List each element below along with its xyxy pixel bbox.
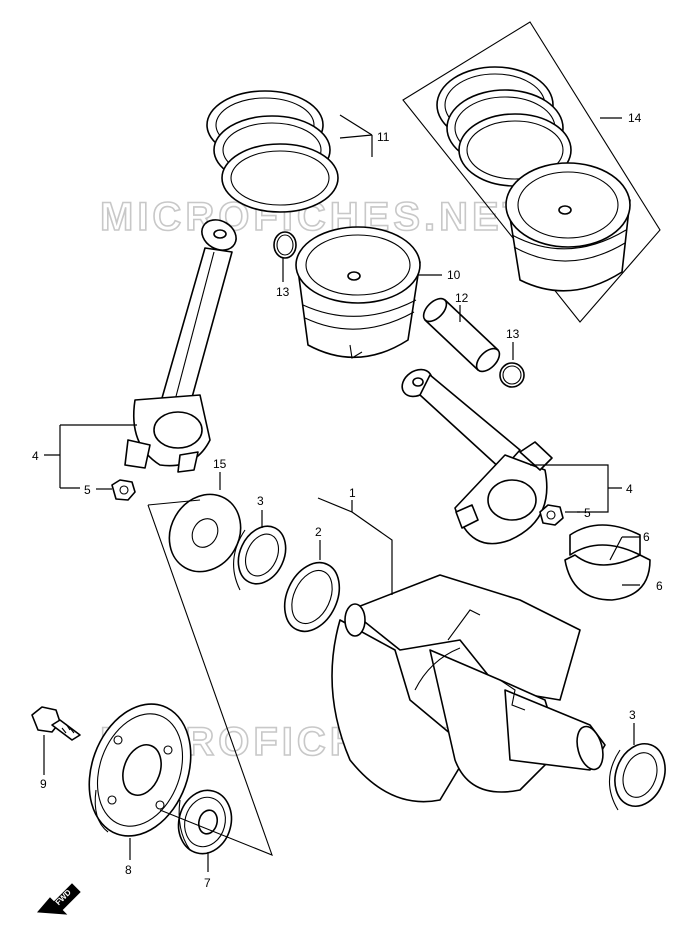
callout-3-right: 3 [629,708,636,722]
callout-12: 12 [455,291,469,305]
callout-5-right: 5 [584,506,591,520]
callout-2: 2 [315,525,322,539]
callout-13-upper: 13 [276,285,290,299]
connecting-rod-4-left [124,219,237,473]
callout-1: 1 [349,486,356,500]
piston-set-14 [402,21,661,323]
nut-5-right [539,504,564,526]
callout-7: 7 [204,876,211,890]
callout-10: 10 [447,268,461,282]
callout-8: 8 [125,863,132,877]
piston-10 [295,226,421,359]
fwd-arrow-icon: FWD [36,883,81,915]
callout-14: 14 [628,111,642,125]
thrust-washer-15 [168,493,242,573]
leader-lines [43,114,640,872]
circlip-13-lower [499,362,525,388]
callout-labels: 11 14 13 10 12 13 4 5 4 5 6 6 15 3 2 1 3… [32,111,663,890]
callout-15: 15 [213,457,227,471]
callout-4-left: 4 [32,449,39,463]
bearing-3-left [233,525,287,591]
crankshaft-1 [331,574,606,803]
callout-11: 11 [377,130,390,144]
circlip-13-upper [273,231,297,259]
callout-13-lower: 13 [506,327,520,341]
connecting-rod-4-right [401,368,553,545]
assembly-bracket [147,504,273,856]
piston-pin-12 [422,297,501,373]
callout-5-left: 5 [84,483,91,497]
callout-6-lower: 6 [656,579,663,593]
callout-9: 9 [40,777,47,791]
callout-4-right: 4 [626,482,633,496]
gear-7 [177,789,233,855]
bearing-2 [283,561,341,633]
piston-rings-11 [206,90,339,213]
gear-8 [88,703,192,837]
callout-6-upper: 6 [643,530,650,544]
bearing-3-right [608,743,666,811]
bolt-9 [31,706,81,741]
bearing-6 [564,524,651,601]
callout-3-left: 3 [257,494,264,508]
nut-5-left [111,479,136,501]
